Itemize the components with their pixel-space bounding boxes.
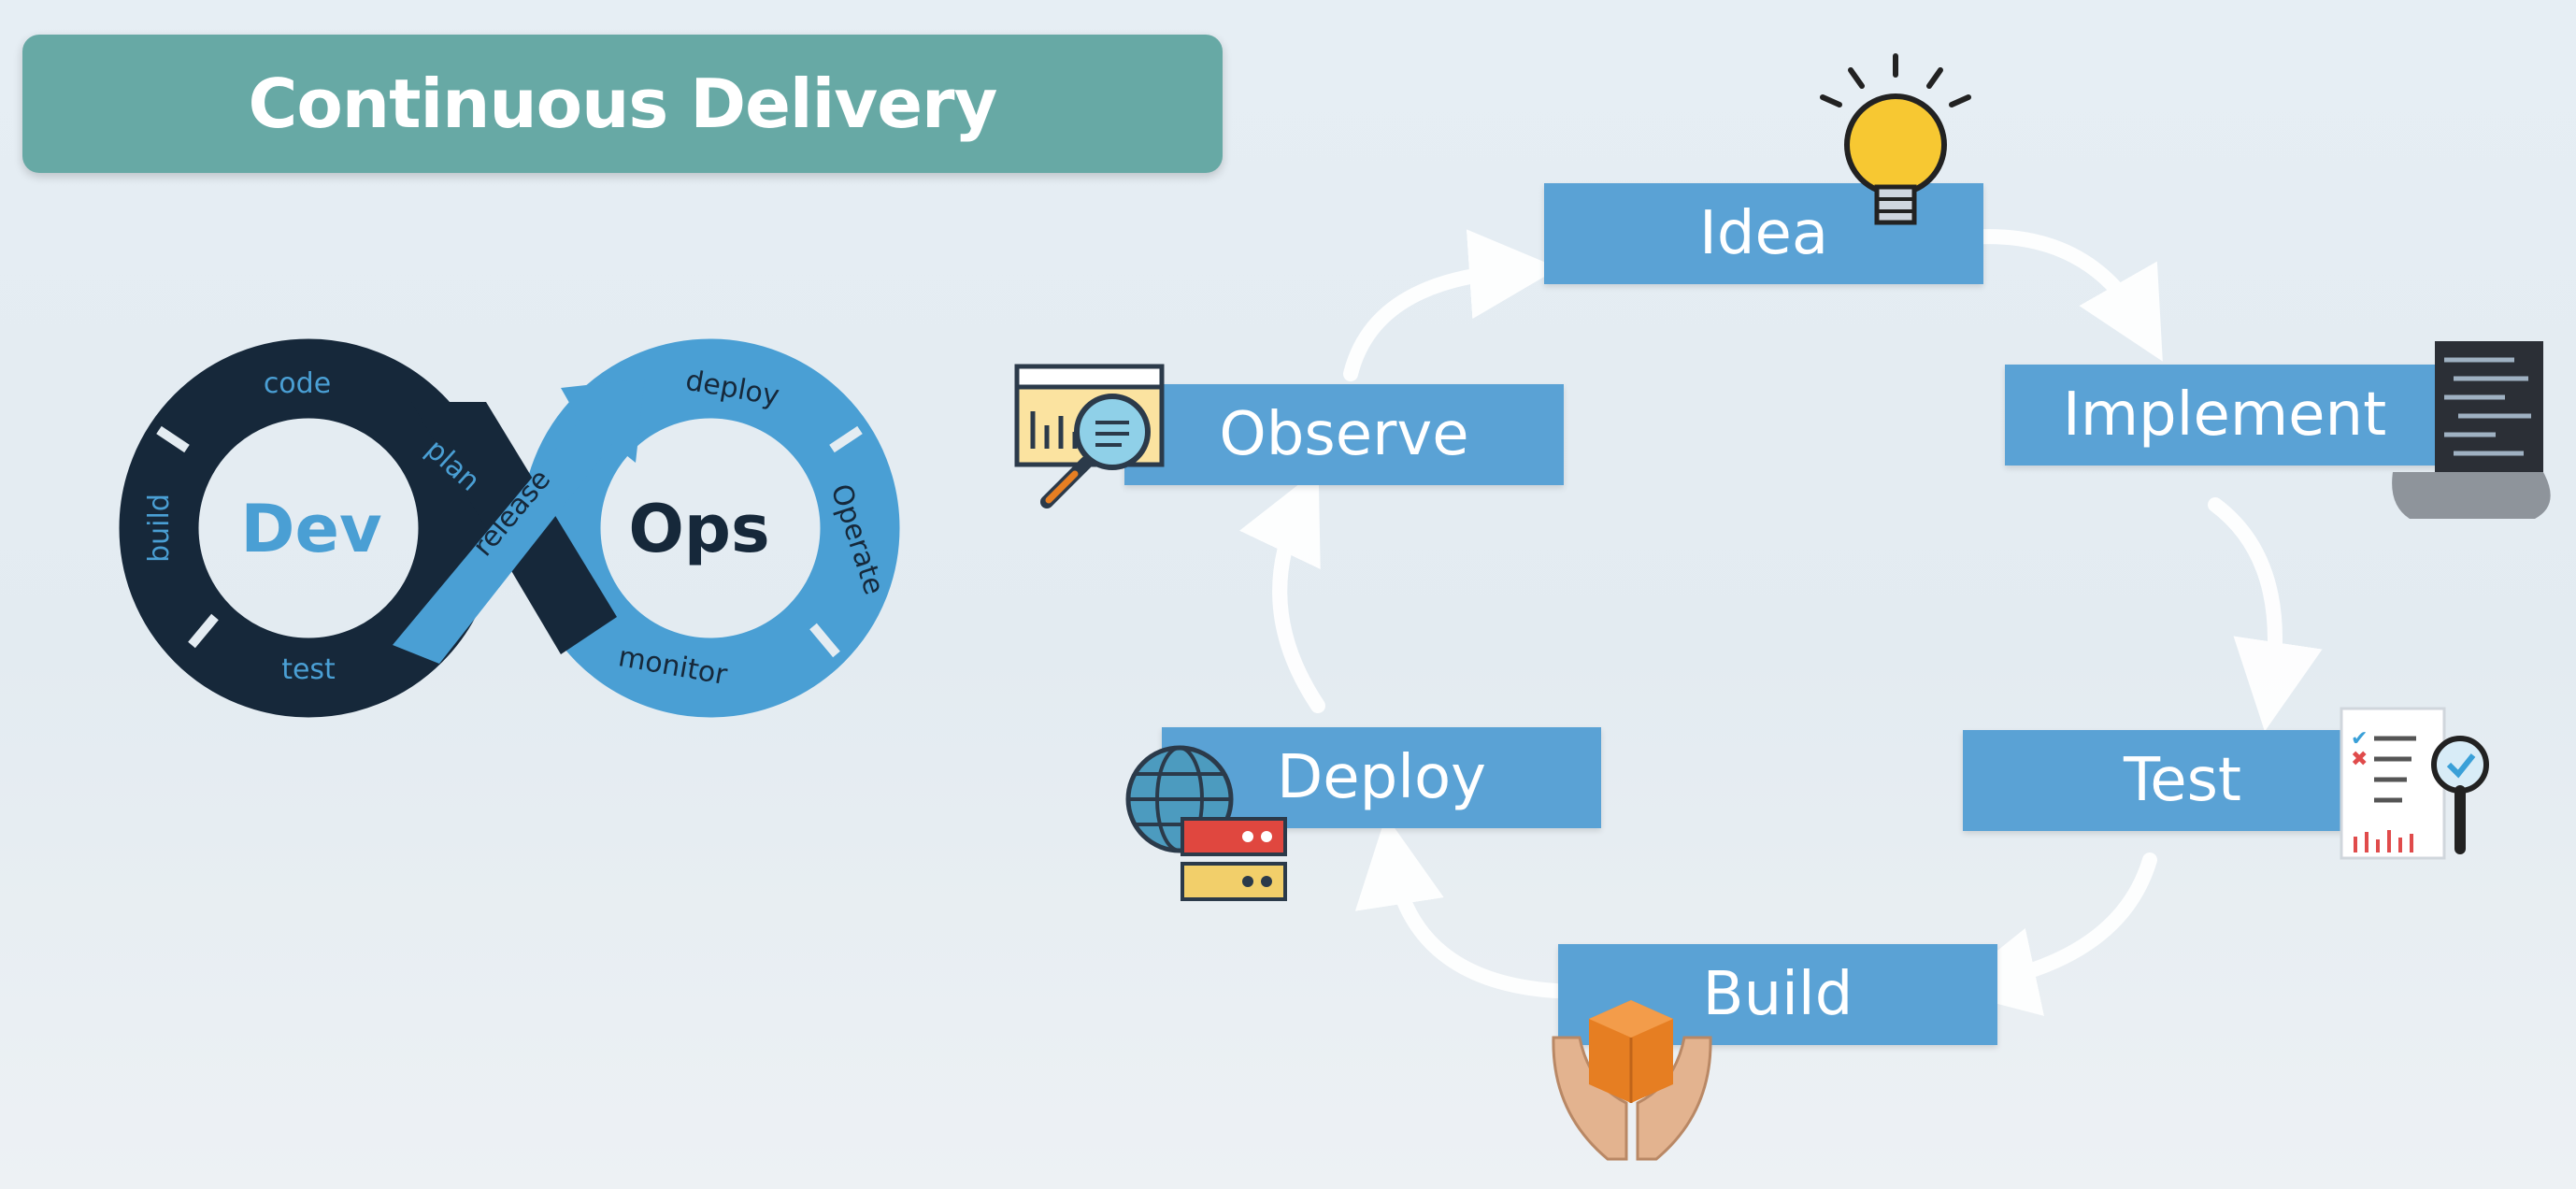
- stage-test: Test: [1963, 730, 2402, 831]
- stage-deploy-label: Deploy: [1276, 743, 1487, 812]
- step-code: code: [264, 367, 331, 400]
- svg-text:✔: ✔: [2351, 727, 2368, 751]
- ops-label: Ops: [628, 491, 769, 567]
- page-title: Continuous Delivery: [248, 64, 998, 143]
- analytics-magnifier-icon: [1014, 364, 1165, 509]
- step-build: build: [143, 494, 176, 563]
- title-banner: Continuous Delivery: [22, 35, 1223, 173]
- step-test: test: [281, 653, 336, 686]
- arrow-deploy-to-observe: [1239, 468, 1325, 713]
- stage-build-label: Build: [1702, 960, 1853, 1029]
- stage-observe-label: Observe: [1219, 400, 1469, 469]
- svg-text:✖: ✖: [2351, 748, 2368, 771]
- dev-ring: [119, 338, 498, 718]
- stage-observe: Observe: [1124, 384, 1564, 485]
- stage-idea-label: Idea: [1698, 199, 1829, 268]
- test-report-icon: ✔ ✖: [2340, 707, 2489, 860]
- release-band: [393, 379, 645, 664]
- stage-implement: Implement: [2005, 365, 2444, 466]
- package-hands-icon: [1552, 1000, 1712, 1161]
- arrow-implement-to-test: [2208, 497, 2323, 732]
- arrow-build-to-deploy: [1354, 815, 1564, 998]
- code-scroll-icon: [2392, 341, 2551, 519]
- server-globe-icon: [1125, 745, 1287, 901]
- dev-label: Dev: [240, 491, 381, 567]
- arrow-test-to-build: [1947, 852, 2157, 1016]
- stage-deploy: Deploy: [1162, 727, 1601, 828]
- stage-test-label: Test: [2123, 746, 2242, 815]
- lightbulb-icon: [1820, 53, 1971, 225]
- arrow-observe-to-idea: [1343, 229, 1559, 381]
- arrow-idea-to-implement: [1951, 229, 2163, 362]
- stage-implement-label: Implement: [2062, 380, 2387, 450]
